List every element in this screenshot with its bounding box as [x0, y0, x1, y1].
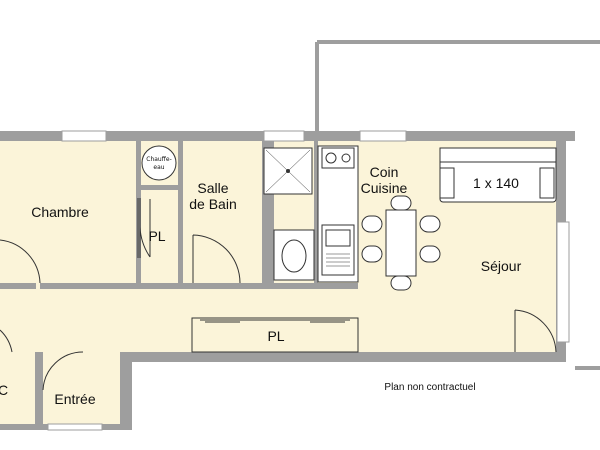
kitchen-sink-icon — [321, 224, 355, 276]
chair-icon — [419, 215, 441, 233]
door-bathroom — [192, 234, 241, 284]
shower — [263, 147, 313, 195]
disclaimer-note: Plan non contractuel — [384, 382, 475, 393]
chair-icon — [361, 245, 383, 263]
window-chambre — [61, 130, 107, 142]
window-bathroom — [263, 130, 305, 142]
kitchen-counter — [317, 145, 359, 283]
water-heater-label-2: eau — [153, 164, 164, 171]
sofa-bed-label: 1 x 140 — [473, 175, 519, 191]
door-entree — [42, 351, 84, 391]
room-label-salle-de-bain-1: Salle — [197, 180, 228, 196]
water-heater-label-1: Chauffe- — [146, 156, 171, 163]
dining-set — [361, 195, 441, 291]
chair-icon — [390, 195, 412, 211]
window-entree — [47, 423, 103, 431]
terrace-outline — [315, 40, 600, 370]
room-label-sejour: Séjour — [481, 258, 522, 274]
chair-icon — [361, 215, 383, 233]
door-sejour — [514, 309, 557, 353]
sofa-bed: 1 x 140 — [439, 147, 557, 203]
room-label-coin-cuisine-2: Cuisine — [361, 180, 408, 196]
shower-drain-icon — [286, 169, 290, 173]
room-label-chambre: Chambre — [31, 204, 89, 220]
window-sejour — [556, 221, 570, 343]
room-label-coin-cuisine-1: Coin — [370, 164, 399, 180]
room-label-entree: Entrée — [54, 391, 95, 407]
bathroom-sink — [273, 229, 315, 281]
chair-icon — [419, 245, 441, 263]
cooktop-icon — [321, 147, 355, 169]
door-wc — [0, 329, 13, 353]
room-label-pl-bedroom: PL — [148, 228, 165, 244]
room-label-wc: C — [0, 382, 8, 398]
water-heater: Chauffe- eau — [141, 145, 177, 181]
hall-closet — [191, 317, 359, 353]
room-label-salle-de-bain-2: de Bain — [189, 196, 236, 212]
bedroom-closet-rods — [137, 198, 141, 258]
room-label-pl-hall: PL — [267, 328, 284, 344]
chair-icon — [390, 275, 412, 291]
dining-table — [385, 209, 417, 277]
window-kitchen — [359, 130, 407, 142]
room-labels: Chambre PL Salle de Bain Coin Cuisine Sé… — [0, 164, 522, 407]
door-chambre — [0, 239, 41, 284]
windows — [47, 130, 570, 431]
